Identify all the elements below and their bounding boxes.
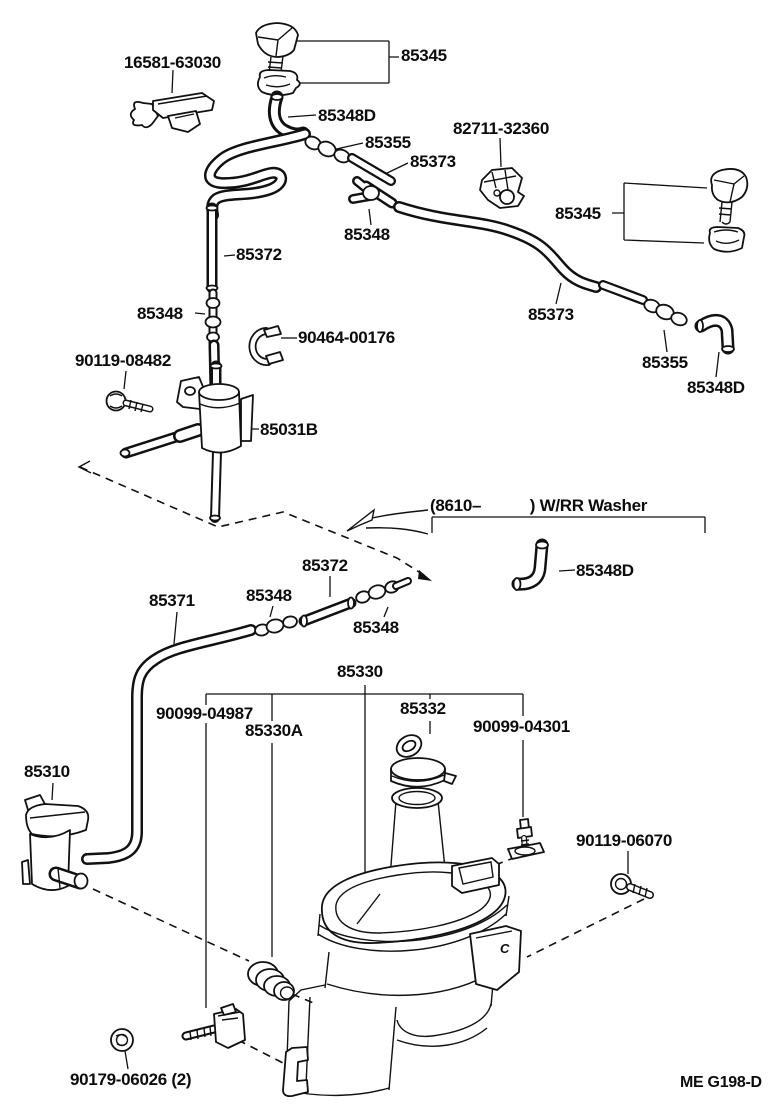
label-tank: 85330 bbox=[337, 662, 383, 681]
label-tube-left: 85372 bbox=[236, 245, 282, 264]
label-valve: 85031B bbox=[260, 420, 318, 439]
hose-clamp bbox=[248, 325, 284, 367]
sheet-code: ME G198-D bbox=[680, 1074, 762, 1091]
leader-lines bbox=[51, 40, 720, 1070]
label-cap: 85332 bbox=[400, 699, 446, 718]
label-tube-mid: 85372 bbox=[302, 556, 348, 575]
assembly-dashed-lines bbox=[77, 460, 645, 1064]
variant-arrow bbox=[346, 508, 429, 535]
rear-washer-hose bbox=[393, 201, 648, 305]
label-hose-pump: 85371 bbox=[149, 591, 195, 610]
variant-note: (8610– ) W/RR Washer bbox=[430, 496, 648, 515]
tank-cap bbox=[390, 734, 457, 809]
label-elbow-mid: 85348D bbox=[576, 561, 634, 580]
label-joint-mid-left: 85348 bbox=[246, 586, 292, 605]
label-pump: 85310 bbox=[24, 762, 70, 781]
label-elbow-top: 85348D bbox=[318, 106, 376, 125]
joint-mid-right bbox=[355, 577, 412, 604]
label-elbow-right: 85348D bbox=[687, 378, 745, 397]
label-nozzle-right: 85345 bbox=[555, 204, 601, 223]
t-joint-top bbox=[348, 176, 398, 209]
check-valve bbox=[119, 360, 254, 523]
elbow-fitting bbox=[181, 1003, 246, 1049]
label-clip: 16581-63030 bbox=[124, 53, 221, 72]
washer-nozzle-right bbox=[708, 168, 749, 253]
elbow-mid bbox=[511, 538, 549, 591]
label-sensor: 82711-32360 bbox=[453, 119, 549, 138]
mount-nut bbox=[110, 1028, 134, 1052]
hose-joint-top bbox=[304, 135, 351, 164]
elbow-hose-top bbox=[267, 90, 310, 141]
label-joint-mid-right: 85348 bbox=[353, 618, 399, 637]
sensor-part bbox=[479, 167, 525, 209]
hose-joint-right bbox=[643, 298, 688, 327]
label-tank-sub: 85330A bbox=[245, 721, 303, 740]
washer-nozzle-left bbox=[255, 22, 301, 97]
washer-pump bbox=[21, 794, 90, 891]
valve-screw bbox=[105, 390, 154, 413]
bracket-bolt bbox=[610, 873, 654, 899]
tube-85372-left bbox=[205, 202, 219, 294]
bracket-letter-c: C bbox=[500, 941, 510, 956]
label-screw-valve: 90119-08482 bbox=[75, 351, 171, 370]
elbow-right bbox=[694, 314, 735, 355]
clip-part bbox=[129, 92, 215, 133]
label-nut: 90179-06026 (2) bbox=[70, 1070, 192, 1089]
label-hose-top: 85373 bbox=[410, 152, 456, 171]
label-joint-top: 85355 bbox=[365, 133, 411, 152]
label-clamp: 90464-00176 bbox=[298, 328, 395, 347]
label-grommet: 90099-04987 bbox=[156, 704, 253, 723]
tank-screw bbox=[507, 818, 545, 860]
tube-mid-85372 bbox=[298, 596, 357, 628]
pump-hose-85371 bbox=[81, 624, 257, 865]
label-tjoint-left: 85348 bbox=[137, 304, 183, 323]
hose-tube-top bbox=[347, 153, 396, 186]
label-screw-tank: 90099-04301 bbox=[473, 717, 570, 736]
washer-tank bbox=[282, 800, 522, 1098]
label-nozzle-top: 85345 bbox=[401, 46, 447, 65]
label-hose-right: 85373 bbox=[528, 305, 574, 324]
label-tjoint-top: 85348 bbox=[344, 225, 390, 244]
label-joint-right: 85355 bbox=[642, 353, 688, 372]
label-bolt-bracket: 90119-06070 bbox=[576, 831, 672, 850]
tank-grommet bbox=[247, 961, 295, 1001]
joint-mid-left bbox=[254, 615, 298, 637]
s-hose bbox=[204, 128, 311, 221]
